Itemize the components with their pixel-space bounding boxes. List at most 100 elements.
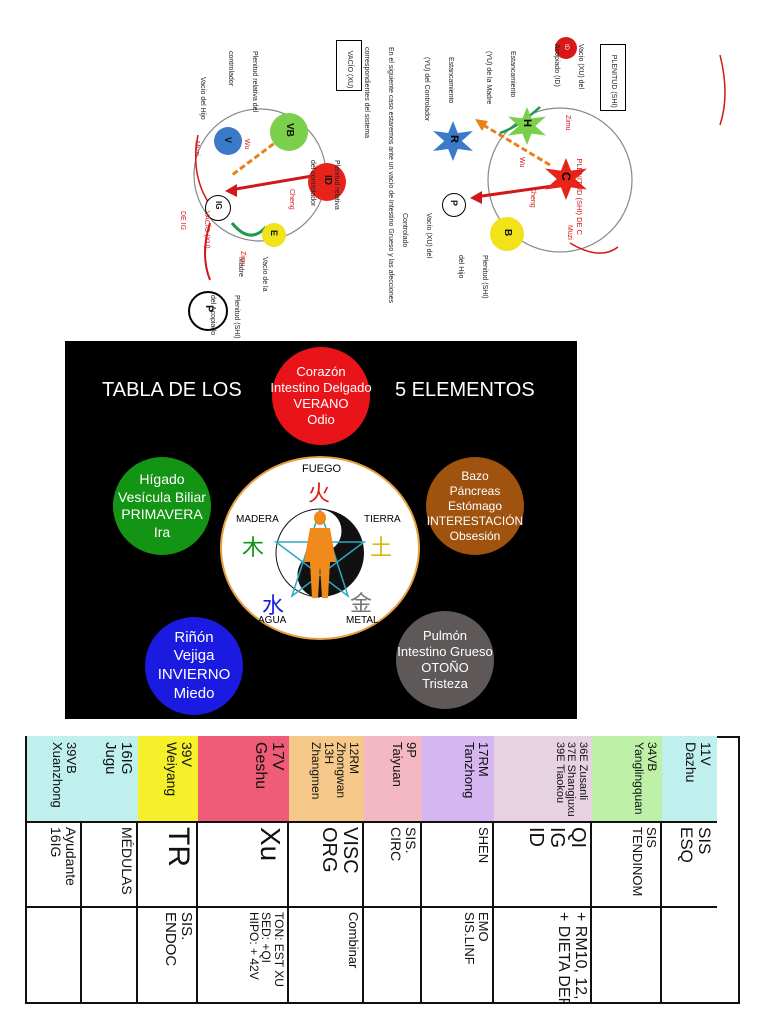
table-cell-text: VISC ORG: [318, 827, 361, 874]
table-cell: SIS. CIRC: [364, 821, 422, 908]
vacio-intro-line-1: En el siguiente caso estaremos ante un v…: [386, 47, 394, 304]
left-zimu-text: Zimu: [239, 251, 246, 267]
table-cell-text: 39VB Xuanzhong: [50, 742, 79, 808]
table-cell: Combinar: [289, 906, 364, 1004]
plenitud-diagram: [470, 54, 726, 254]
table-cell: TR: [138, 821, 198, 908]
right-cheng-text: Cheng: [529, 187, 536, 208]
table-cell-text: MÉDULAS: [119, 827, 135, 895]
table-cell: 11V Dazhu: [662, 736, 717, 823]
plenitud-relativa-top-line-2: controlador: [226, 51, 234, 87]
plenitud-relativa-line-2: del controlador: [308, 160, 316, 207]
water-glyph: 水: [262, 593, 285, 618]
table-cell: 39V Weiyang: [138, 736, 198, 823]
earth-element-circle: Bazo Páncreas Estómago INTERESTACIÓN Obs…: [426, 457, 524, 555]
table-cell: + RM10, 12, 13 + DIETA DEP: [494, 906, 592, 1004]
table-cell: 39VB Xuanzhong: [27, 736, 82, 823]
left-cheng-text: Cheng: [288, 189, 295, 210]
vacio-ig-line-2: DE IG: [178, 211, 186, 231]
left-wu-text: Wu: [243, 139, 250, 150]
earth-line-2: Páncreas: [449, 483, 501, 498]
vacio-hijo-line-1: Vacío del Hijo: [198, 77, 206, 120]
plenitud-hijo-line-1: Plenitud (SHI): [480, 255, 488, 299]
water-element-circle: Riñón Vejiga INVIERNO Miedo: [145, 617, 243, 715]
fire-line-4: Odio: [307, 412, 335, 428]
table-cell: 17RM Tanzhong: [422, 736, 494, 823]
node-h-label: H: [521, 119, 533, 127]
plenitud-c-subtitle: PLENITUD (SHI) DE C: [566, 150, 592, 235]
five-elements-wheel: FUEGO 火 MADERA 木 TIERRA 土 水 AGUA 金 METAL: [220, 456, 420, 640]
left-wu-label: Wu: [242, 139, 250, 149]
table-cell-text: 9P Taiyuan: [390, 742, 419, 787]
table-cell: SIS TENDINOM: [592, 821, 662, 908]
vacio-ig-line-1: VACÍO (XU): [202, 211, 210, 249]
plenitud-box: PLENITUD (SHI): [599, 44, 626, 111]
table-cell-text: 36E Zusanli 37E Shangjuxu 39E Tiaokou: [553, 742, 589, 817]
fire-glyph: 火: [308, 481, 331, 506]
wood-line-3: PRIMAVERA: [121, 506, 203, 522]
plenitud-acopiado-line-2: del Acopiado: [208, 295, 216, 336]
node-p-large: P: [188, 291, 228, 331]
vacio-acopiado-text: Vacío (XU) del Acopiado (ID): [536, 44, 600, 89]
metal-line-3: OTOÑO: [421, 660, 469, 675]
fuego-label: FUEGO: [302, 463, 342, 475]
vacio-acopiado-line-1: Vacío (XU) del: [576, 44, 584, 89]
metal-glyph: 金: [350, 591, 373, 616]
node-id-top: ID: [555, 37, 577, 59]
wood-line-1: Hígado: [139, 471, 185, 487]
earth-glyph: 土: [370, 535, 393, 560]
plenitud-box-title: PLENITUD (SHI): [609, 54, 617, 108]
node-vb-label: VB: [284, 123, 295, 137]
fire-element-circle: Corazón Intestino Delgado VERANO Odio: [270, 347, 372, 445]
table-cell-text: Ayudante 16IG: [48, 827, 79, 886]
left-muzi-text: Muzi: [193, 141, 200, 156]
diagrams-area: ID H C R P B VB ID V IG E P PLENITUD (SH…: [170, 15, 750, 339]
table-cell: [364, 906, 422, 1004]
right-wu-text: Wu: [518, 157, 525, 168]
vacio-acopiado-line-2: Acopiado (ID): [552, 44, 560, 87]
five-elements-panel: TABLA DE LOS 5 ELEMENTOS Corazón Intesti…: [65, 341, 577, 719]
tierra-label: TIERRA: [364, 514, 401, 525]
table-cell: Xu: [198, 821, 289, 908]
node-id: ID: [308, 163, 346, 201]
node-e-label: E: [269, 230, 279, 237]
node-v-label: V: [223, 137, 233, 144]
plenitud-hijo-text: Plenitud (SHI) del Hijo: [440, 255, 504, 299]
wood-element-circle: Hígado Vesícula Biliar PRIMAVERA Ira: [113, 457, 211, 555]
table-cell: 9P Taiyuan: [364, 736, 422, 823]
vacio-hijo-text: Vacío del Hijo: [182, 77, 222, 120]
estancamiento-controlador-text: Estancamiento (YU) del Controlador: [406, 57, 470, 121]
agua-label: AGUA: [258, 615, 287, 626]
plenitud-relativa-line-1: Plenitud relativa: [332, 160, 340, 210]
plenitud-c-subtitle-text: PLENITUD (SHI) DE C: [575, 158, 585, 236]
earth-line-4: INTERESTACIÓN: [426, 513, 524, 528]
table-cell-text: QI IG ID: [525, 827, 589, 849]
right-muzi-text: Muzi: [566, 225, 573, 240]
plenitud-acopiado-line-1: Plenitud (SHI): [232, 295, 240, 339]
metal-element-circle: Pulmón Intestino Grueso OTOÑO Tristeza: [396, 611, 494, 709]
table-cell-text: EMO SIS.LINF: [462, 912, 491, 965]
panel-title-right: 5 ELEMENTOS: [395, 379, 535, 401]
vacio-madre-line-1: Vacío de la: [260, 257, 268, 292]
estancamiento-controlador-line-2: (YU) del Controlador: [422, 57, 430, 122]
vacio-intro-line-2: correspondientes del sistema: [362, 47, 370, 139]
node-ig: IG: [205, 195, 231, 221]
table-cell: SIS. ENDOC: [138, 906, 198, 1004]
right-zimu-text: Zimu: [564, 115, 571, 131]
plenitud-acopiado-text: Plenitud (SHI) del Acopiado: [192, 295, 256, 339]
node-vb: VB: [270, 113, 308, 151]
earth-line-5: Obsesión: [449, 528, 501, 543]
right-zimu-label: Zimu: [563, 115, 571, 131]
metal-label: METAL: [346, 615, 379, 626]
metal-line-1: Pulmón: [422, 627, 468, 643]
table-cell-text: SIS. CIRC: [388, 827, 419, 862]
vacio-controlado-line-1: Vacío (XU) del: [424, 213, 432, 258]
table-cell-text: 16IG Jugu: [102, 742, 135, 775]
table-cell: [592, 906, 662, 1004]
table-cell-text: 12RM Zhongwan 13H Zhangmen: [309, 742, 361, 800]
table-cell: VISC ORG: [289, 821, 364, 908]
